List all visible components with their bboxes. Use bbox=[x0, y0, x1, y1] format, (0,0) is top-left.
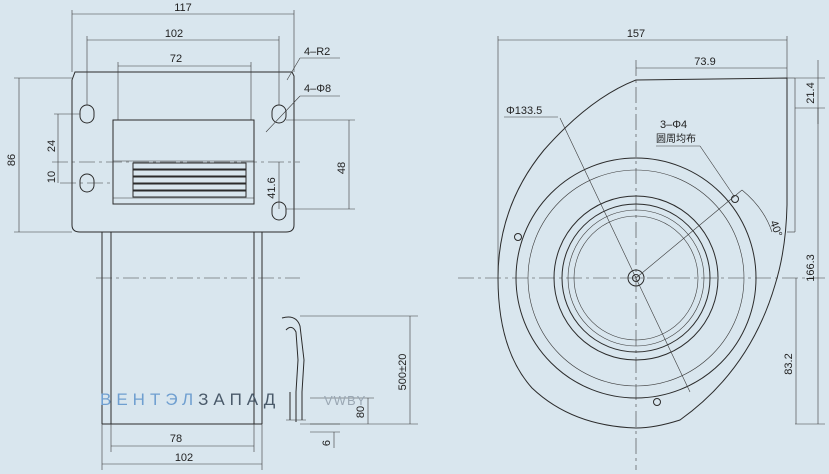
dim-48: 48 bbox=[336, 162, 348, 174]
outlet-slats bbox=[132, 162, 247, 198]
holes-note: 圆周均布 bbox=[656, 133, 696, 145]
power-cable bbox=[281, 316, 306, 422]
dim-40-deg: 40° bbox=[767, 219, 784, 239]
mount-hole-top-right bbox=[271, 104, 287, 124]
dim-86: 86 bbox=[6, 154, 18, 166]
dim-166-3: 166.3 bbox=[805, 254, 817, 282]
mount-hole-1 bbox=[731, 195, 739, 203]
svg-text:ВЕНТЭЛЗАПАД: ВЕНТЭЛЗАПАД bbox=[100, 390, 280, 409]
dim-500: 500±20 bbox=[397, 354, 409, 391]
dim-157: 157 bbox=[627, 28, 645, 40]
dim-78: 78 bbox=[170, 433, 182, 445]
dim-80: 80 bbox=[355, 406, 367, 418]
dim-102-bottom: 102 bbox=[175, 452, 193, 464]
dim-phi-133-5: Φ133.5 bbox=[506, 105, 542, 117]
dim-73-9: 73.9 bbox=[694, 56, 715, 68]
mount-hole-top-left bbox=[79, 104, 95, 124]
round-view: 157 73.9 21.4 166.3 83.2 Φ133.5 3–Φ4 圆周均… bbox=[458, 28, 825, 470]
dim-4-r2: 4–R2 bbox=[304, 46, 330, 58]
watermark: ВЕНТЭЛЗАПАД VWBY bbox=[100, 390, 366, 409]
watermark-part3: VWBY bbox=[324, 393, 366, 408]
front-view: 117 102 72 4–R2 4–Φ8 86 24 10 48 41.6 bbox=[6, 2, 355, 233]
dim-10: 10 bbox=[46, 171, 58, 183]
dim-117: 117 bbox=[174, 2, 192, 14]
watermark-part2: ЗАПАД bbox=[198, 390, 280, 409]
mount-hole-2 bbox=[514, 233, 522, 241]
dim-72: 72 bbox=[170, 53, 182, 65]
dim-102-top: 102 bbox=[165, 28, 183, 40]
watermark-part1: ВЕНТЭЛ bbox=[100, 390, 198, 409]
mount-hole-3 bbox=[653, 398, 661, 406]
flange-plate bbox=[71, 71, 295, 233]
side-view: 500±20 80 6 78 102 bbox=[96, 232, 418, 470]
dim-4-phi8: 4–Φ8 bbox=[304, 83, 331, 95]
dim-21-4: 21.4 bbox=[805, 82, 817, 103]
dim-3-phi4: 3–Φ4 bbox=[660, 119, 687, 131]
dim-6: 6 bbox=[321, 440, 333, 446]
dim-24: 24 bbox=[46, 140, 58, 152]
scroll-housing bbox=[497, 77, 788, 429]
dim-83-2: 83.2 bbox=[783, 353, 795, 374]
dim-41-6: 41.6 bbox=[266, 177, 278, 198]
